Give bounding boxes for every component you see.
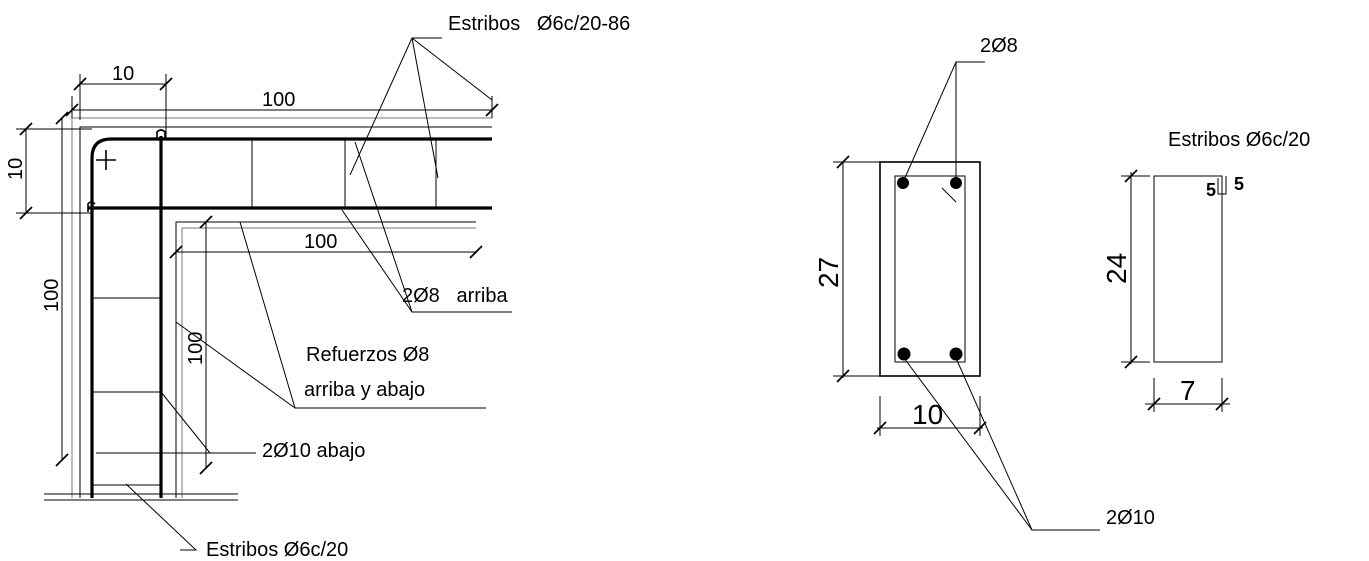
- stirrups-bottom-label: Estribos Ø6c/20: [206, 539, 348, 561]
- bottom-bar-right: [949, 347, 963, 361]
- bars-bottom-label: 2Ø10 abajo: [262, 440, 365, 462]
- stirrups-top-label: Estribos Ø6c/20-86: [448, 13, 630, 35]
- plan-leaders: [96, 37, 512, 551]
- section-stirrup: [894, 175, 966, 363]
- plan-stirrups: [92, 139, 437, 486]
- section-width-dim: 10: [912, 399, 943, 430]
- section-leaders: [903, 61, 1100, 531]
- top-bar-right: [950, 177, 962, 189]
- stirrup-hook-inner-dim: 5: [1206, 180, 1216, 200]
- dim-10-left: 10: [5, 158, 27, 180]
- stirrup-hook-outer-dim: 5: [1234, 174, 1244, 194]
- top-bar-left: [897, 177, 909, 189]
- stirrup-width-dim: 7: [1180, 375, 1196, 406]
- dim-100-left: 100: [41, 279, 63, 312]
- reinforcement-label-line1: Refuerzos Ø8: [306, 344, 429, 366]
- plan-rebar: [87, 129, 492, 498]
- cross-section: 2Ø8 27 10 2Ø10: [813, 35, 1155, 531]
- section-outline: [879, 161, 981, 377]
- plan-view: Estribos Ø6c/20-86 10 100 10 100 100 100…: [5, 13, 630, 561]
- dim-10-top: 10: [112, 63, 134, 85]
- stirrup-detail: Estribos Ø6c/20 5 5 24 7: [1101, 129, 1310, 412]
- stirrup-hook: [1217, 176, 1227, 195]
- stirrup-shape: [1153, 175, 1223, 363]
- section-height-dim: 27: [813, 257, 844, 288]
- bars-top-label: 2Ø8 arriba: [402, 285, 508, 307]
- section-bars: [897, 177, 963, 361]
- stirrup-dimensions: [1121, 169, 1230, 412]
- plan-dimensions: [16, 74, 499, 475]
- stirrup-height-dim: 24: [1101, 253, 1132, 284]
- stirrup-detail-title: Estribos Ø6c/20: [1168, 129, 1310, 151]
- reinforcement-label-line2: arriba y abajo: [304, 379, 425, 401]
- dim-100-inner-horizontal: 100: [304, 231, 337, 253]
- section-bottom-bars-label: 2Ø10: [1106, 507, 1155, 529]
- dim-100-inner-vertical: 100: [185, 332, 207, 365]
- dim-100-top: 100: [262, 89, 295, 111]
- section-dimensions: [833, 155, 987, 436]
- plan-labels: Estribos Ø6c/20-86 10 100 10 100 100 100…: [5, 13, 630, 561]
- section-top-bars-label: 2Ø8: [980, 35, 1018, 57]
- bottom-bar-left: [897, 347, 911, 361]
